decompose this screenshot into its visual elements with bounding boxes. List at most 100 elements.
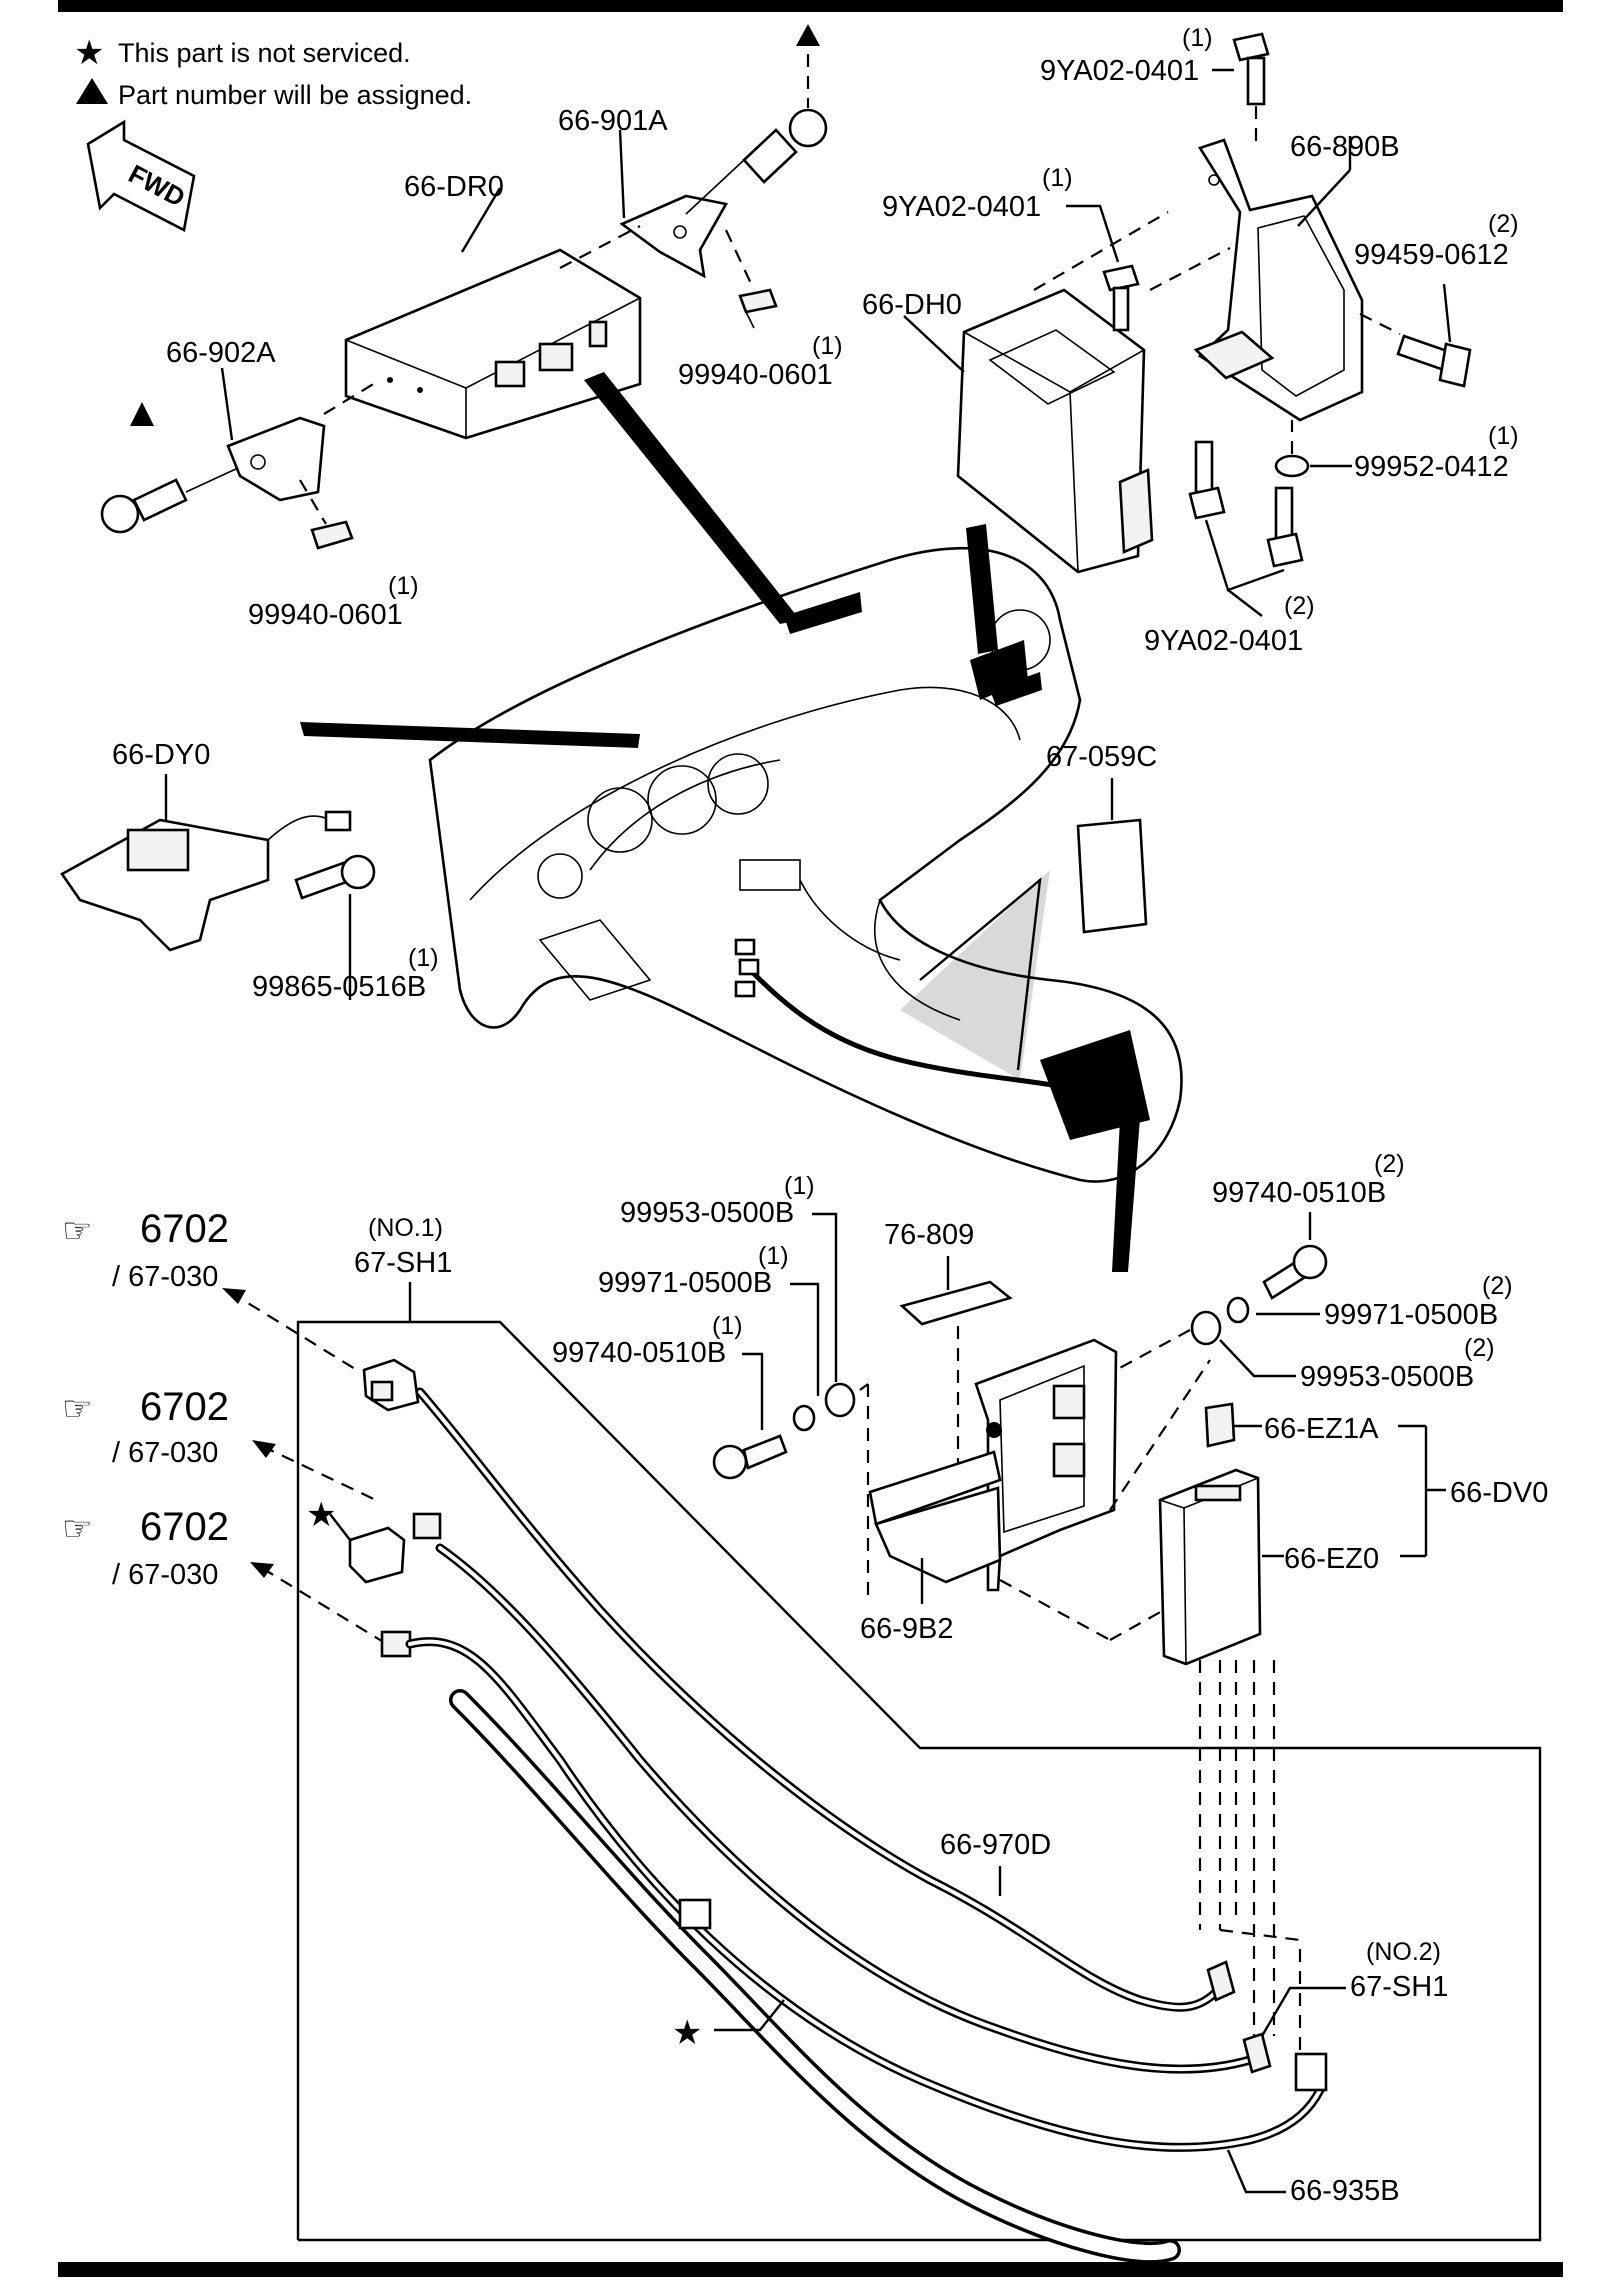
part-66-890b — [1193, 138, 1364, 422]
screw-left-icon — [100, 402, 239, 534]
label-99740-0510b-l: 99740-0510B — [552, 1337, 726, 1369]
label-66-dv0: 66-DV0 — [1450, 1477, 1548, 1509]
svg-text:(2): (2) — [1482, 1272, 1513, 1300]
label-66-890b: 66-890B — [1290, 131, 1400, 163]
connectors-console — [734, 938, 760, 998]
svg-text:(NO.1): (NO.1) — [368, 1214, 443, 1242]
dashboard-assembly — [428, 546, 1183, 1183]
svg-text:(1): (1) — [812, 332, 843, 360]
label-66-dh0: 66-DH0 — [862, 289, 962, 321]
label-66-dr0: 66-DR0 — [404, 171, 504, 203]
washer-99953-l — [824, 1382, 856, 1418]
connector-star — [348, 1512, 442, 1584]
leader-wedge-ez — [1112, 1118, 1140, 1272]
svg-text:(2): (2) — [1284, 592, 1315, 620]
svg-text:(2): (2) — [1464, 1334, 1495, 1362]
legend-not-serviced: This part is not serviced. — [118, 38, 411, 68]
hand-pointer-icon: ☞ — [62, 1390, 92, 1428]
bolt-9ya02-0401-a — [1232, 32, 1270, 106]
connector-end-970d — [1206, 1960, 1236, 2002]
screw-top-icon — [685, 24, 828, 215]
part-66-dr0 — [344, 248, 642, 440]
svg-text:(1): (1) — [1042, 164, 1073, 192]
triangle-icon — [76, 78, 108, 104]
clip-99940-0601-top — [738, 288, 778, 329]
svg-text:(1): (1) — [784, 1172, 815, 1200]
svg-text:(NO.2): (NO.2) — [1366, 1938, 1441, 1966]
label-99865-0516b: 99865-0516B — [252, 971, 426, 1003]
label-99740-0510b-r: 99740-0510B — [1212, 1177, 1386, 1209]
lower-frame — [296, 1320, 1542, 2242]
clip-99940-0601-left — [310, 520, 354, 550]
leader-wedge-059c — [900, 870, 1050, 1080]
bolt-99459-0612 — [1396, 334, 1472, 388]
svg-text:6702: 6702 — [140, 1207, 229, 1251]
label-99971-0500b-l: 99971-0500B — [598, 1267, 772, 1299]
connector-66-935b-end — [1294, 2052, 1328, 2092]
part-67-059c — [1076, 818, 1148, 934]
svg-text:(1): (1) — [388, 572, 419, 600]
part-66-902a — [226, 416, 326, 502]
svg-text:(1): (1) — [408, 944, 439, 972]
svg-text:(1): (1) — [758, 1242, 789, 1270]
screw-99740-0510b-l — [712, 1434, 788, 1480]
label-66-ez1a: 66-EZ1A — [1264, 1413, 1379, 1445]
label-67-sh1-no1: 67-SH1 — [354, 1247, 452, 1279]
svg-text:(1): (1) — [1182, 24, 1213, 52]
label-9ya02-0401-b: 9YA02-0401 — [882, 191, 1041, 223]
legend-number-assigned: Part number will be assigned. — [118, 80, 472, 110]
legend: ★ This part is not serviced. Part number… — [74, 34, 472, 110]
screw-99865-0516b — [294, 854, 376, 900]
label-99971-0500b-r: 99971-0500B — [1324, 1299, 1498, 1331]
hand-pointer-icon: ☞ — [62, 1510, 92, 1548]
part-66-dh0 — [956, 288, 1154, 574]
leader-wedge-dr0 — [584, 372, 800, 624]
label-66-970d: 66-970D — [940, 1829, 1051, 1861]
part-66-9b2 — [868, 1338, 1118, 1592]
lockwasher-99971-r — [1226, 1296, 1250, 1324]
svg-text:6702: 6702 — [140, 1385, 229, 1429]
label-66-901a: 66-901A — [558, 105, 668, 137]
svg-text:(2): (2) — [1488, 210, 1519, 238]
bolt-9ya02-0401-c1 — [1188, 440, 1226, 520]
part-66-ez0 — [1158, 1468, 1262, 1666]
connector-67-sh1-no2 — [1242, 2032, 1272, 2074]
washer-99952-0412 — [1274, 454, 1310, 478]
star-icon: ★ — [74, 34, 104, 72]
part-76-809 — [899, 1280, 1013, 1326]
bottom-border-bar — [58, 2262, 1563, 2277]
harness-star — [449, 1689, 1181, 2264]
hand-pointer-icon: ☞ — [62, 1212, 92, 1250]
svg-text:6702: 6702 — [140, 1505, 229, 1549]
label-66-dy0: 66-DY0 — [112, 739, 210, 771]
svg-text:(1): (1) — [1488, 422, 1519, 450]
svg-text:(2): (2) — [1374, 1150, 1405, 1178]
label-66-ez0: 66-EZ0 — [1284, 1543, 1379, 1575]
connector-67-sh1-no1 — [362, 1358, 420, 1412]
leader-wedge-dy0 — [300, 722, 640, 748]
svg-text:(1): (1) — [712, 1312, 743, 1340]
bolt-9ya02-0401-b — [1102, 264, 1140, 332]
label-76-809: 76-809 — [884, 1219, 974, 1251]
label-99940-0601-left: 99940-0601 — [248, 599, 403, 631]
svg-text:/ 67-030: / 67-030 — [112, 1437, 218, 1469]
label-66-9b2: 66-9B2 — [860, 1613, 954, 1645]
ref-2: ☞ 6702 / 67-030 — [62, 1385, 229, 1469]
part-66-ez1a — [1204, 1402, 1236, 1448]
bolt-9ya02-0401-c2 — [1266, 486, 1304, 568]
top-border-bar — [58, 0, 1563, 12]
label-9ya02-0401-c: 9YA02-0401 — [1144, 625, 1303, 657]
label-67-sh1-no2: 67-SH1 — [1350, 1971, 1448, 2003]
part-66-901a — [619, 194, 729, 279]
ref-3: ☞ 6702 / 67-030 — [62, 1505, 229, 1591]
part-66-dy0 — [60, 810, 352, 952]
ref-1: ☞ 6702 / 67-030 — [62, 1207, 229, 1293]
star-icon: ★ — [672, 2014, 702, 2052]
label-99459-0612: 99459-0612 — [1354, 239, 1509, 271]
label-99953-0500b-l: 99953-0500B — [620, 1197, 794, 1229]
leader-wedge-dh0 — [966, 524, 998, 654]
label-99953-0500b-r: 99953-0500B — [1300, 1361, 1474, 1393]
label-99952-0412: 99952-0412 — [1354, 451, 1509, 483]
svg-text:/ 67-030: / 67-030 — [112, 1559, 218, 1591]
